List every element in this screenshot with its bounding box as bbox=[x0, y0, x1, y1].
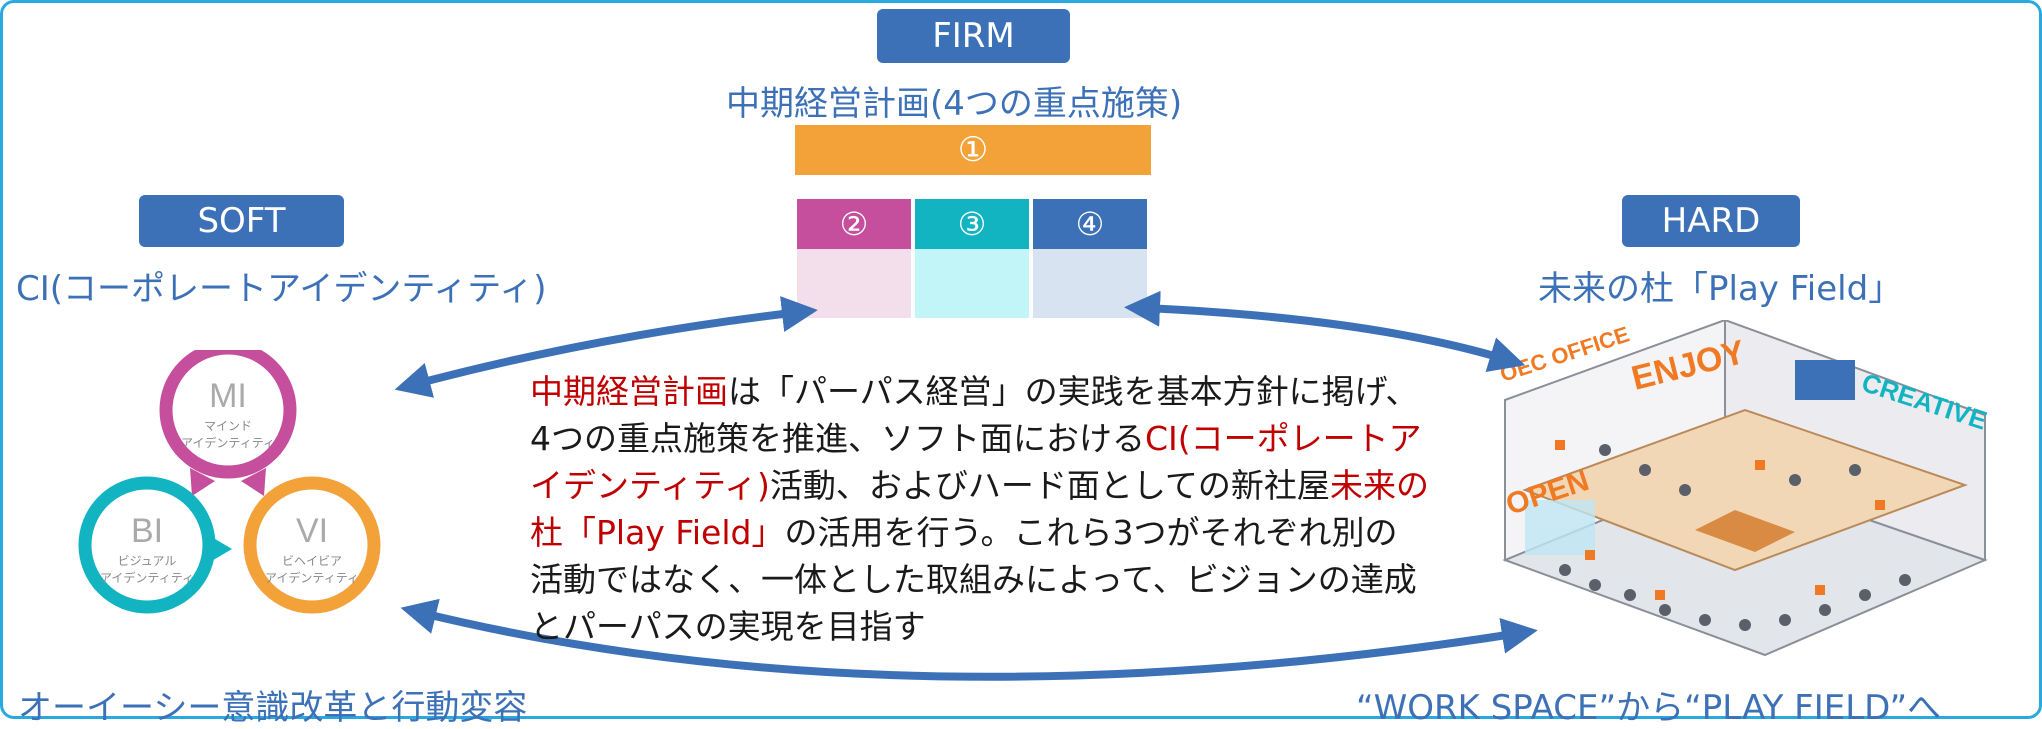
vi-abbr: VI bbox=[296, 512, 328, 550]
firm-tag: FIRM bbox=[877, 9, 1070, 63]
ci-circles: MI マインド アイデンティティ BI ビジュアル アイデンティティ VI ビヘ… bbox=[78, 350, 381, 614]
hard-subtitle: 未来の杜「Play Field」 bbox=[1538, 269, 1903, 309]
firm-subtitle: 中期経営計画(4つの重点施策) bbox=[726, 84, 1183, 124]
bi-label-2: アイデンティティ bbox=[100, 570, 194, 585]
mi-abbr: MI bbox=[209, 377, 247, 415]
office-stairs bbox=[1695, 510, 1795, 552]
mi-pointer bbox=[190, 468, 215, 496]
mi-label-1: マインド bbox=[204, 419, 252, 433]
bi-abbr: BI bbox=[131, 512, 163, 550]
office-mid-deck bbox=[1522, 408, 1968, 572]
desc-highlight-playfield: 未来の杜「Play Field」 bbox=[530, 466, 1429, 552]
arrow-firm-hard bbox=[1124, 290, 1526, 372]
office-people bbox=[1559, 444, 1911, 631]
office-screen bbox=[1795, 360, 1855, 400]
soft-tag: SOFT bbox=[139, 195, 344, 247]
desc-segment-3: の活用を行う。これら3つがそれぞれ別の活動ではなく、一体とした取組みによって、ビ… bbox=[530, 513, 1417, 646]
mi-pointer-2 bbox=[241, 468, 266, 496]
vi-label-2: アイデンティティ bbox=[265, 570, 359, 585]
desc-segment-2: 活動、およびハード面としての新社屋 bbox=[769, 466, 1330, 505]
office-glass bbox=[1525, 500, 1595, 555]
bi-label-1: ビジュアル bbox=[118, 554, 177, 568]
desc-highlight-plan: 中期経営計画 bbox=[530, 372, 728, 411]
desc-segment-1: は「パーパス経営」の実践を基本方針に掲げ、4つの重点施策を推進、ソフト面における bbox=[530, 372, 1419, 458]
plan-item-1: ① bbox=[795, 125, 1151, 175]
arrow-soft-hard bbox=[400, 598, 1538, 681]
plan-item-3-body bbox=[915, 249, 1029, 318]
hard-tag: HARD bbox=[1622, 195, 1800, 247]
mi-label-2: アイデンティティ bbox=[181, 435, 275, 450]
bi-pointer bbox=[210, 536, 232, 562]
bi-circle bbox=[78, 476, 216, 614]
arrow-firm-soft bbox=[394, 296, 818, 398]
mi-circle bbox=[159, 350, 297, 479]
plan-item-3: ③ bbox=[915, 199, 1029, 249]
vi-circle bbox=[243, 476, 381, 614]
description-text: 中期経営計画は「パーパス経営」の実践を基本方針に掲げ、4つの重点施策を推進、ソフ… bbox=[530, 368, 1430, 650]
vi-label-1: ビヘイビア bbox=[282, 554, 342, 568]
plan-item-2: ② bbox=[797, 199, 911, 249]
office-chairs bbox=[1555, 440, 1885, 600]
desc-highlight-ci: CI(コーポレートアイデンティティ) bbox=[530, 419, 1422, 505]
plan-item-4: ④ bbox=[1033, 199, 1147, 249]
